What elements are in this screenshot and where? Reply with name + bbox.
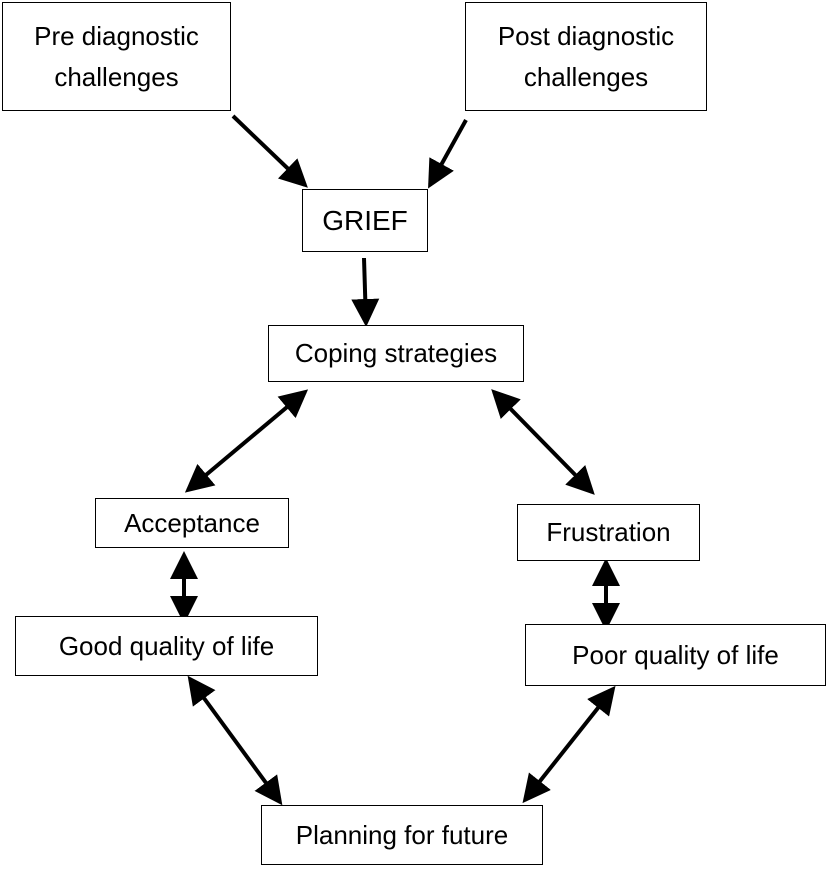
- frustration-box: Frustration: [517, 504, 700, 561]
- arrow-coping-acceptance: [184, 389, 309, 493]
- acceptance-box: Acceptance: [95, 498, 289, 548]
- poor-quality-of-life-box: Poor quality of life: [525, 624, 826, 686]
- planning-for-future-label: Planning for future: [295, 819, 509, 850]
- grief-label: GRIEF: [322, 204, 408, 236]
- arrow-grief-to-coping: [351, 257, 380, 327]
- planning-for-future-box: Planning for future: [261, 805, 543, 865]
- poor-quality-of-life-label: Poor quality of life: [572, 639, 779, 670]
- pre-diagnostic-challenges-box: Pre diagnostic challenges: [2, 2, 231, 111]
- acceptance-label: Acceptance: [124, 507, 260, 538]
- arrow-coping-frustration: [491, 389, 595, 495]
- good-quality-of-life-box: Good quality of life: [15, 616, 318, 676]
- frustration-label: Frustration: [546, 517, 671, 548]
- good-quality-of-life-label: Good quality of life: [58, 630, 275, 661]
- post-diagnostic-challenges-label: Post diagnostic challenges: [497, 21, 675, 92]
- coping-strategies-box: Coping strategies: [268, 325, 524, 382]
- arrow-pre-to-grief: [231, 114, 308, 188]
- coping-strategies-label: Coping strategies: [294, 338, 498, 369]
- pre-diagnostic-challenges-label: Pre diagnostic challenges: [34, 21, 199, 92]
- post-diagnostic-challenges-box: Post diagnostic challenges: [465, 2, 707, 111]
- arrow-good-quality-planning: [187, 675, 283, 806]
- arrow-post-to-grief: [428, 119, 468, 189]
- grief-box: GRIEF: [302, 189, 428, 252]
- arrow-poor-quality-planning: [522, 685, 616, 804]
